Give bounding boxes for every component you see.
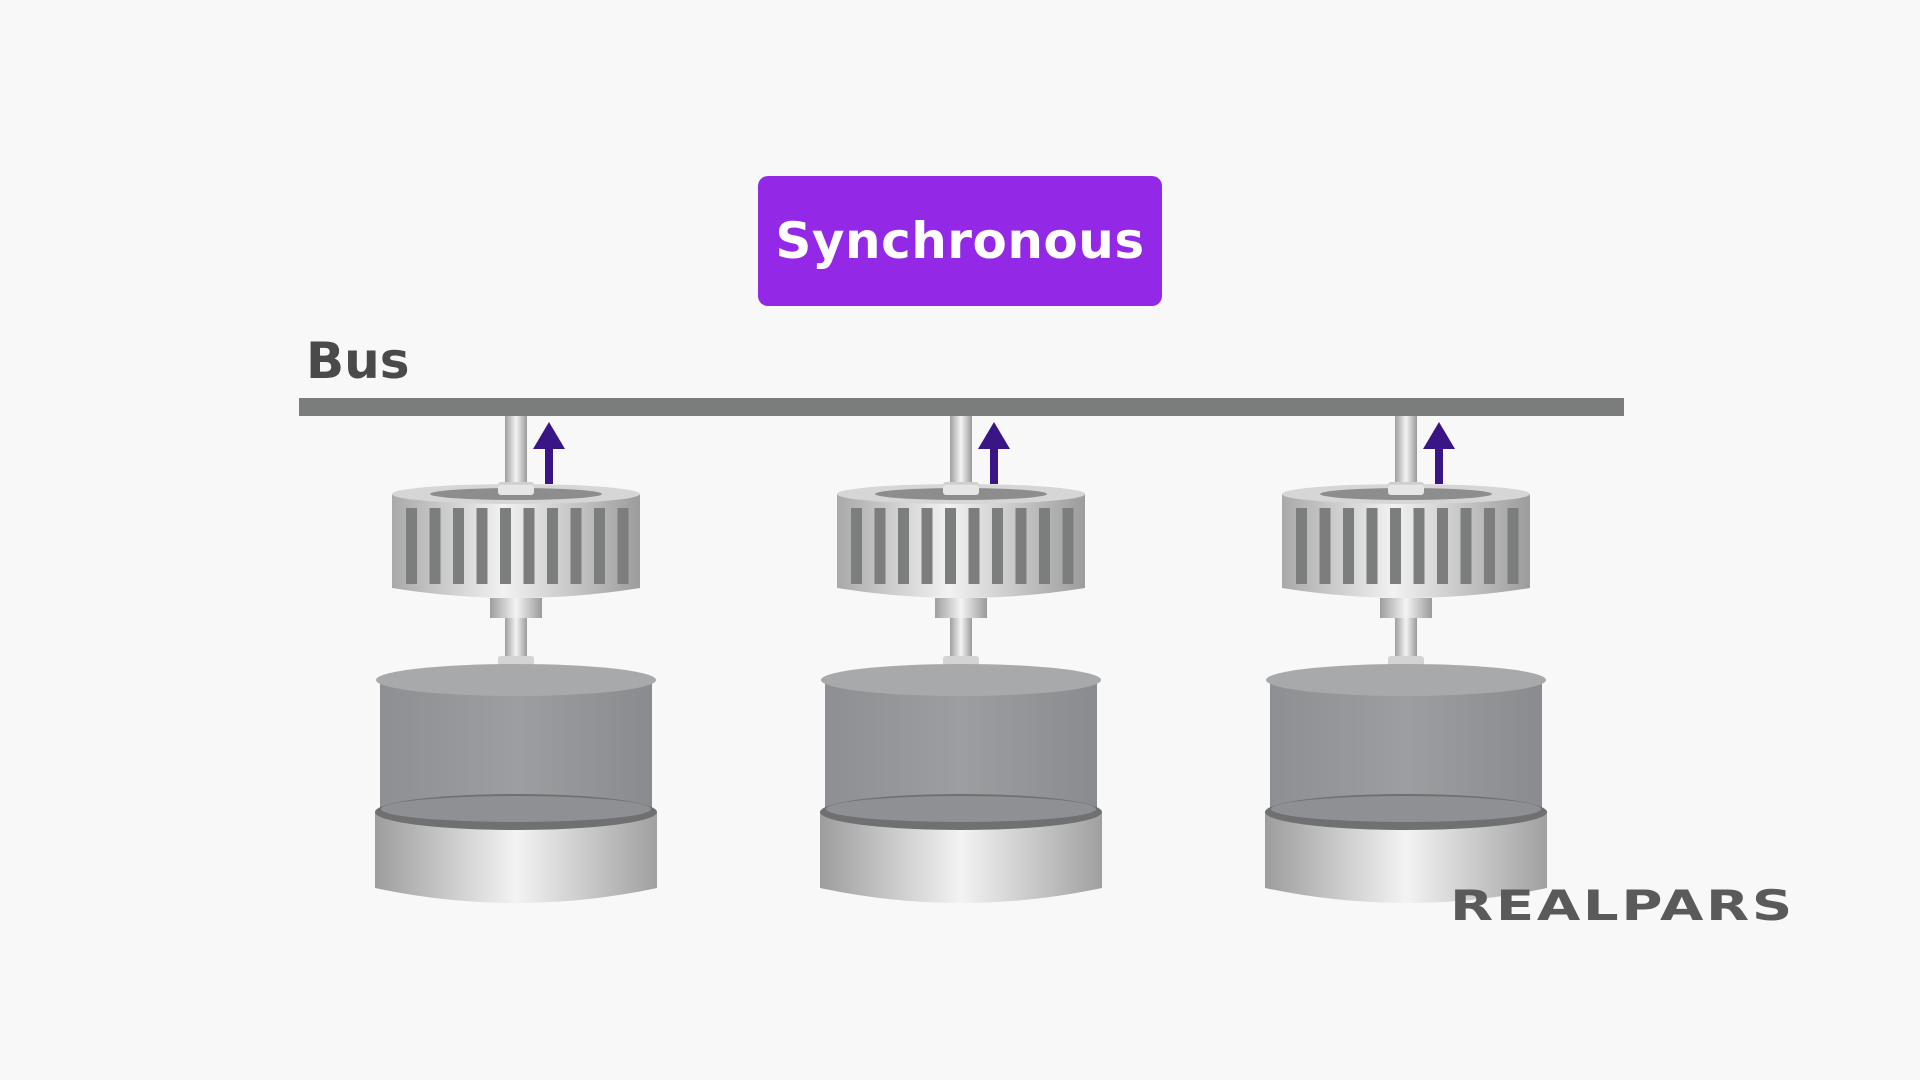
generator-top [376,664,656,696]
rotor-slot [500,508,511,584]
rotor-hub [943,485,979,495]
rotor-hub [498,485,534,495]
generator-unit-1 [375,416,657,903]
rotor-slot [898,508,909,584]
rotor-slot [1413,508,1425,584]
rotor-slot [1507,508,1519,584]
rotor-slot [1039,508,1050,584]
logo-text: REALPARS [1450,881,1795,928]
title-box: Synchronous [758,176,1162,306]
rotor-slot [1062,508,1074,584]
rotor-slot [1343,508,1354,584]
upper-shaft [1395,416,1417,486]
lower-shaft [950,618,972,660]
rotor-slot [523,508,535,584]
rotor-slot [1484,508,1495,584]
arrow-shaft [545,446,553,484]
rotor-slot [617,508,629,584]
rotor-slot [594,508,605,584]
base-top-inner [1271,796,1541,822]
rotor-slot [945,508,956,584]
base-top-inner [381,796,651,822]
generator-base [375,812,657,903]
arrow-shaft [1435,446,1443,484]
bus-line [299,398,1624,416]
rotor-slot [874,508,886,584]
title-text: Synchronous [775,212,1145,270]
generator-base [820,812,1102,903]
rotor-slot [476,508,488,584]
rotor-slot [1366,508,1378,584]
rotor-slot [570,508,582,584]
generator-body [380,680,652,812]
generator-top [821,664,1101,696]
generator-body [1270,680,1542,812]
rotor-slot [992,508,1003,584]
rotor-slot [968,508,980,584]
coupling [935,598,987,618]
rotor-slot [1390,508,1401,584]
upper-shaft [505,416,527,486]
generator-top [1266,664,1546,696]
rotor-hub [1388,485,1424,495]
rotor-slot [1296,508,1307,584]
rotor-slot [453,508,464,584]
rotor-slot [1319,508,1331,584]
generator-base [1265,812,1547,903]
arrow-up-icon [533,422,565,449]
lower-shaft [505,618,527,660]
arrow-up-icon [1423,422,1455,449]
base-top-inner [826,796,1096,822]
rotor-slot [1460,508,1472,584]
arrow-shaft [990,446,998,484]
arrow-up-icon [978,422,1010,449]
rotor-slot [547,508,558,584]
realpars-logo: REALPARS [1450,881,1795,928]
rotor-slot [1015,508,1027,584]
rotor-slot [1437,508,1448,584]
upper-shaft [950,416,972,486]
rotor-slot [406,508,417,584]
generator-units [375,416,1547,903]
rotor-slot [921,508,933,584]
generator-body [825,680,1097,812]
coupling [1380,598,1432,618]
coupling [490,598,542,618]
lower-shaft [1395,618,1417,660]
generator-unit-2 [820,416,1102,903]
bus-label: Bus [306,332,410,390]
rotor-slot [429,508,441,584]
generator-unit-3 [1265,416,1547,903]
rotor-slot [851,508,862,584]
